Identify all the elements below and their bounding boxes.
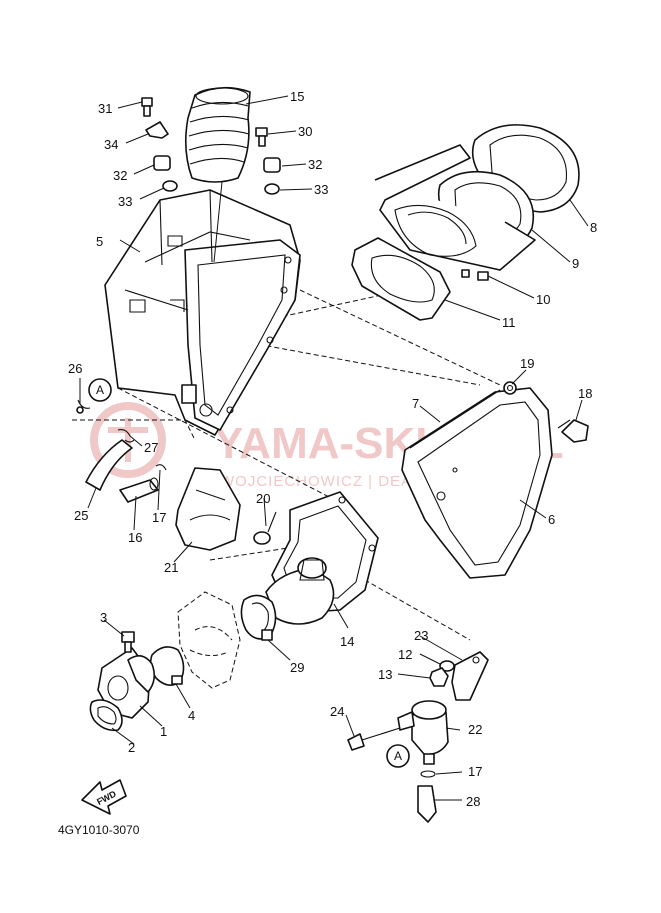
callout-31: 31 xyxy=(98,101,112,116)
assembly-line-21 xyxy=(209,539,341,561)
callout-14: 14 xyxy=(340,634,354,649)
callout-28: 28 xyxy=(466,794,480,809)
callout-25: 25 xyxy=(74,508,88,523)
part-3-bolt xyxy=(121,631,135,653)
callout-8: 8 xyxy=(590,220,597,235)
part-11-gasket xyxy=(351,237,451,321)
assembly-line-box-cover xyxy=(234,339,481,386)
callout-18: 18 xyxy=(578,386,592,401)
part-1-carburetor-joint xyxy=(97,647,156,719)
callout-4: 4 xyxy=(188,708,195,723)
callout-10: 10 xyxy=(536,292,550,307)
callout-26: 26 xyxy=(68,361,82,376)
part-15-intake-duct xyxy=(184,86,251,183)
callout-16: 16 xyxy=(128,530,142,545)
part-34-bracket xyxy=(145,121,169,139)
carburetor-outline xyxy=(177,591,241,689)
callout-21: 21 xyxy=(164,560,178,575)
callout-24: 24 xyxy=(330,704,344,719)
diagram-code: 4GY1010-3070 xyxy=(58,823,140,837)
leader-lines xyxy=(79,95,589,801)
part-10-bolt xyxy=(461,269,489,281)
callout-23: 23 xyxy=(414,628,428,643)
part-29-clamp xyxy=(240,594,277,641)
part-33-collar-left xyxy=(162,180,178,192)
reference-marker-a-top: A xyxy=(88,378,112,402)
part-4-clamp xyxy=(149,646,185,686)
callout-34: 34 xyxy=(104,137,118,152)
part-filter-guide xyxy=(374,144,536,271)
reference-marker-a-bottom: A xyxy=(386,744,410,768)
part-23-bracket xyxy=(451,651,489,701)
reference-marker-a-top-label: A xyxy=(96,383,104,397)
part-32-damper-left xyxy=(153,155,171,171)
part-32-damper-right xyxy=(263,157,281,173)
callout-12: 12 xyxy=(398,647,412,662)
callout-19: 19 xyxy=(520,356,534,371)
part-33-collar-right xyxy=(264,183,280,195)
part-16-pipe xyxy=(119,477,159,503)
part-12-washer xyxy=(439,660,455,672)
assembly-line-box-joint xyxy=(117,387,336,501)
callout-11: 11 xyxy=(502,315,516,330)
part-25-hose xyxy=(85,439,133,491)
callout-17-b: 17 xyxy=(468,764,482,779)
part-31-bolt xyxy=(141,97,153,117)
fwd-arrow: FWD xyxy=(81,779,127,815)
callout-3: 3 xyxy=(100,610,107,625)
callout-27: 27 xyxy=(144,440,158,455)
callout-22: 22 xyxy=(468,722,482,737)
watermark-logo-tuning-fork xyxy=(108,418,148,462)
part-17-clip-a xyxy=(155,464,167,471)
part-20-screw xyxy=(253,511,277,545)
part-30-bolt xyxy=(255,127,268,147)
callouts: 31 34 32 33 5 15 30 32 33 8 9 10 11 19 1… xyxy=(68,89,597,809)
callout-9: 9 xyxy=(572,256,579,271)
part-27-clip xyxy=(117,429,135,443)
callout-29: 29 xyxy=(290,660,304,675)
part-17-clip-b xyxy=(420,770,436,778)
callout-15: 15 xyxy=(290,89,304,104)
part-22-valve xyxy=(397,700,449,765)
callout-2: 2 xyxy=(128,740,135,755)
part-26-clip xyxy=(76,399,91,414)
callout-20: 20 xyxy=(256,491,270,506)
part-28-hose xyxy=(417,785,437,823)
callout-32-left: 32 xyxy=(113,168,127,183)
watermark-logo-ring xyxy=(90,402,166,478)
callout-30: 30 xyxy=(298,124,312,139)
callout-1: 1 xyxy=(160,724,167,739)
callout-32-right: 32 xyxy=(308,157,322,172)
callout-17-a: 17 xyxy=(152,510,166,525)
reference-marker-a-bottom-label: A xyxy=(394,749,402,763)
part-6-side-cover xyxy=(401,387,553,579)
callout-6: 6 xyxy=(548,512,555,527)
part-7-seal xyxy=(409,389,501,449)
callout-5: 5 xyxy=(96,234,103,249)
part-5-air-filter-case xyxy=(104,189,301,436)
callout-13: 13 xyxy=(378,667,392,682)
callout-33-right: 33 xyxy=(314,182,328,197)
part-18-screw xyxy=(557,419,589,443)
callout-33-left: 33 xyxy=(118,194,132,209)
part-19-washer xyxy=(503,381,517,395)
part-2-gasket xyxy=(89,699,123,732)
callout-7: 7 xyxy=(412,396,419,411)
part-24-screw xyxy=(347,727,401,751)
part-21-joint-cover xyxy=(175,467,241,551)
part-14-filter-joint xyxy=(265,491,379,625)
